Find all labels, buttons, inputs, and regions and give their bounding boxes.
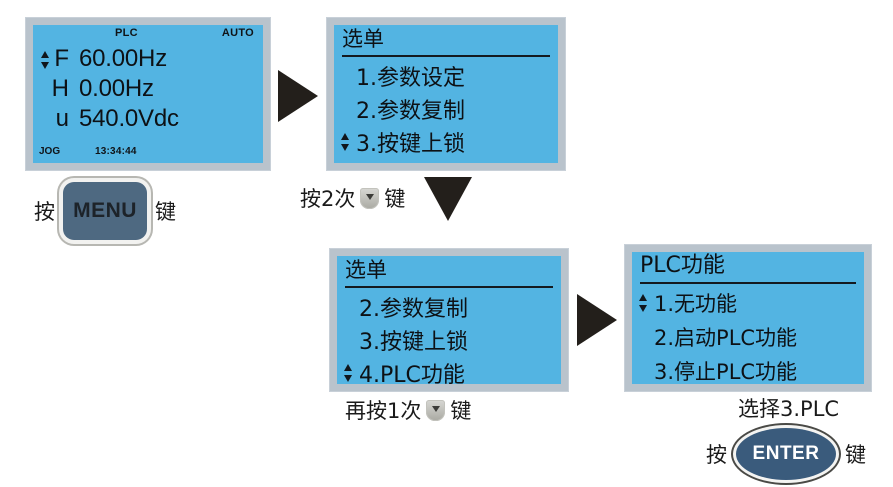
- menu-screen-2-lcd: 选单 2.参数复制 3.按键上锁 4.PLC功能: [337, 256, 561, 384]
- status-row-value: 0.00Hz: [79, 75, 154, 102]
- menu-item-label: 2.参数复制: [356, 98, 465, 124]
- menu-item-selector-caret-icon: [334, 132, 356, 151]
- down-arrow-key-icon[interactable]: [360, 187, 380, 209]
- status-row: F 60.00Hz: [33, 45, 263, 75]
- status-row-symbol: H: [51, 75, 69, 102]
- menu-screen-1-lcd: 选单 1.参数设定 2.参数复制 3.按键上锁: [334, 25, 558, 163]
- menu-screen-1-title: 选单: [342, 27, 384, 51]
- menu-title-divider: [640, 282, 856, 284]
- press-down-once-prefix: 再按1次: [345, 399, 422, 423]
- status-value-rows: F 60.00Hz H 0.00Hz u 540.0Vdc: [33, 45, 263, 135]
- plc-function-items: 1.无功能 2.启动PLC功能 3.停止PLC功能: [632, 286, 864, 384]
- status-jog-label: JOG: [39, 146, 61, 157]
- flow-arrow-right-icon: [278, 70, 318, 122]
- step-select-plc: 选择3.PLC: [738, 393, 839, 423]
- select-plc-label: 选择3.PLC: [738, 397, 840, 421]
- menu-key-button[interactable]: MENU: [63, 182, 147, 240]
- status-screen-lcd: PLC AUTO F 60.00Hz H 0.00Hz u 540.0Vdc: [33, 25, 263, 163]
- menu-item[interactable]: 2.参数复制: [337, 290, 561, 323]
- menu-item-label: 2.参数复制: [359, 296, 468, 322]
- status-row: H 0.00Hz: [33, 75, 263, 105]
- plc-item-selector-caret-icon: [632, 294, 654, 312]
- press-enter-suffix: 键: [845, 443, 866, 467]
- press-enter-prefix: 按: [706, 443, 727, 467]
- status-row-symbol: u: [55, 105, 69, 132]
- menu-title-divider: [345, 286, 553, 288]
- status-plc-label: PLC: [115, 27, 138, 39]
- step-press-down-once: 再按1次 键: [345, 395, 471, 425]
- status-top-bar: PLC AUTO: [33, 27, 263, 43]
- press-down-twice-prefix: 按2次: [300, 187, 356, 211]
- menu-item-selected[interactable]: 4.PLC功能: [337, 356, 561, 384]
- menu-item-label: 1.参数设定: [356, 65, 465, 91]
- press-prefix-label: 按: [34, 200, 55, 224]
- enter-key-button[interactable]: ENTER: [736, 428, 836, 480]
- menu-item-label: 4.PLC功能: [359, 362, 465, 385]
- status-selector-caret-icon: [41, 51, 50, 74]
- status-row-symbol: F: [54, 45, 69, 72]
- plc-item-label: 1.无功能: [654, 292, 738, 316]
- menu-screen-1-items: 1.参数设定 2.参数复制 3.按键上锁: [334, 59, 558, 158]
- down-arrow-key-icon[interactable]: [426, 399, 446, 421]
- menu-screen-2-title: 选单: [345, 258, 387, 282]
- plc-item[interactable]: 3.停止PLC功能: [632, 354, 864, 384]
- plc-function-screen-panel: PLC功能 1.无功能 2.启动PLC功能 3.停止PLC功能: [625, 245, 871, 391]
- plc-function-screen-lcd: PLC功能 1.无功能 2.启动PLC功能 3.停止PLC功能: [632, 252, 864, 384]
- status-row-value: 540.0Vdc: [79, 105, 179, 132]
- status-bottom-bar: JOG 13:34:44: [33, 146, 263, 160]
- plc-item-selected[interactable]: 1.无功能: [632, 286, 864, 320]
- menu-item-selector-caret-icon: [337, 363, 359, 382]
- plc-item[interactable]: 2.启动PLC功能: [632, 320, 864, 354]
- menu-item-label: 3.按键上锁: [359, 329, 468, 355]
- plc-function-title: PLC功能: [640, 253, 725, 278]
- status-clock: 13:34:44: [95, 146, 137, 157]
- menu-item[interactable]: 3.按键上锁: [337, 323, 561, 356]
- menu-screen-2-panel: 选单 2.参数复制 3.按键上锁 4.PLC功能: [330, 249, 568, 391]
- press-suffix-label: 键: [155, 200, 176, 224]
- flow-arrow-right-icon: [577, 294, 617, 346]
- menu-item[interactable]: 2.参数复制: [334, 92, 558, 125]
- menu-item-selected[interactable]: 3.按键上锁: [334, 125, 558, 158]
- plc-item-label: 2.启动PLC功能: [654, 326, 798, 350]
- menu-item-label: 3.按键上锁: [356, 131, 465, 157]
- menu-item[interactable]: 1.参数设定: [334, 59, 558, 92]
- menu-screen-1-panel: 选单 1.参数设定 2.参数复制 3.按键上锁: [327, 18, 565, 170]
- press-down-once-suffix: 键: [450, 399, 472, 423]
- status-row: u 540.0Vdc: [33, 105, 263, 135]
- status-screen-panel: PLC AUTO F 60.00Hz H 0.00Hz u 540.0Vdc: [26, 18, 270, 170]
- plc-item-label: 3.停止PLC功能: [654, 360, 798, 384]
- flow-arrow-down-icon: [424, 177, 472, 221]
- menu-title-divider: [342, 55, 550, 57]
- press-down-twice-suffix: 键: [384, 187, 406, 211]
- status-row-value: 60.00Hz: [79, 45, 167, 72]
- step-press-menu-key: 按 MENU 键: [34, 182, 176, 240]
- step-press-down-twice: 按2次 键: [300, 183, 405, 213]
- menu-screen-2-items: 2.参数复制 3.按键上锁 4.PLC功能: [337, 290, 561, 384]
- step-press-enter-key: 按 ENTER 键: [706, 428, 866, 480]
- status-auto-label: AUTO: [221, 27, 254, 39]
